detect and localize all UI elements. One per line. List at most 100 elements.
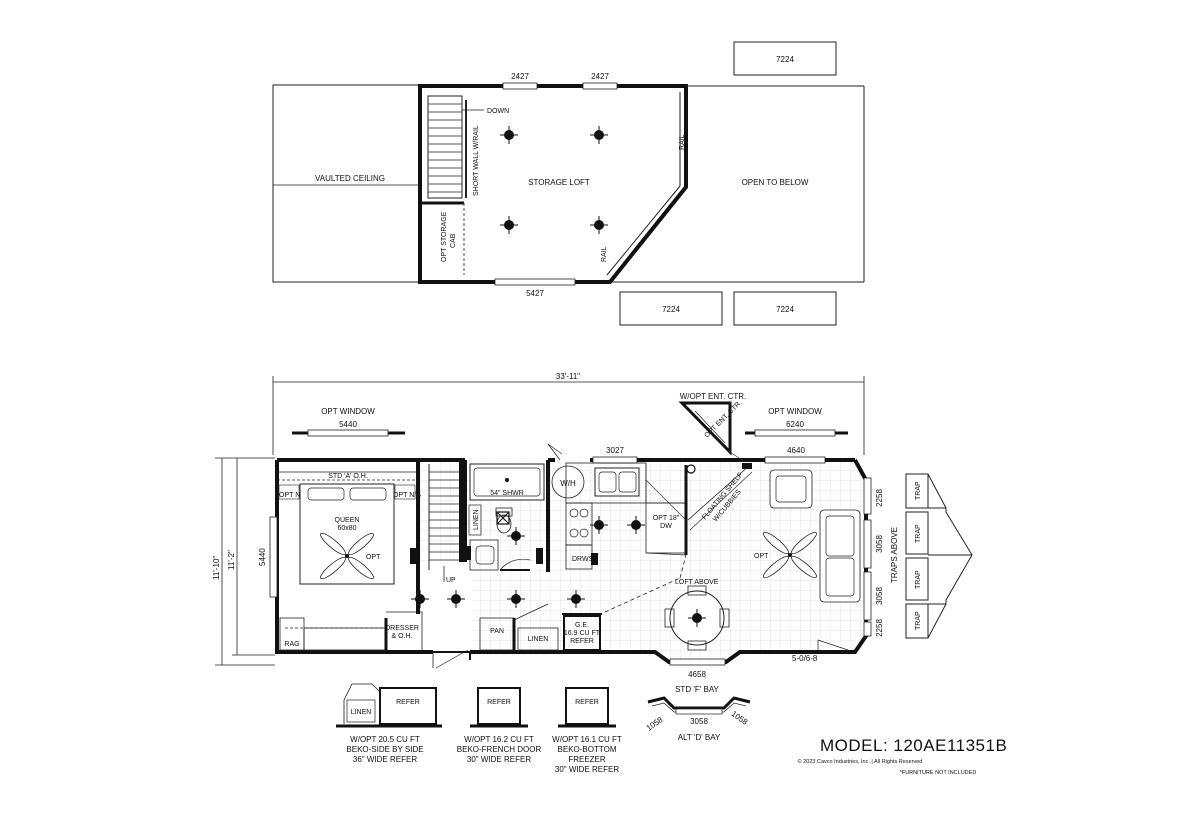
rail-label: RAIL [601,246,608,262]
alt-refer-caption: BEKO-BOTTOM [558,745,617,754]
open-to-below-label: OPEN TO BELOW [742,178,809,187]
alt-bay-size: 1058 [645,715,665,733]
kitchen-sink [594,467,640,497]
opt-fan-label: OPT [366,554,381,561]
alt-refer-label: REFER [396,699,420,706]
std-oh-label: STD 'A' O.H. [328,473,368,480]
living-room: OPT [754,469,861,651]
window-box-7224 [619,291,723,326]
dinette [664,585,730,651]
bedroom-side-window [269,516,278,598]
water-heater-label: W/H [560,479,576,488]
dishwasher-dw-label: DW [660,523,672,530]
dresser [303,627,387,651]
overall-width-dimension: 11'-10" [212,556,221,580]
dishwasher-label: OPT 18" [653,515,680,522]
kitchen: DRWS OPT 18" DW [565,462,753,570]
furniture-note: *FURNITURE NOT INCLUDED [900,770,977,776]
loft-window [494,278,576,286]
alt-refer-caption: 30" WIDE REFER [555,765,619,774]
alt-refer-caption: BEKO-SIDE BY SIDE [346,745,423,754]
std-bay-label: STD 'F' BAY [675,685,719,694]
window-box-size: 7224 [776,55,794,64]
bedroom: STD 'A' O.H. OPT N/S OPT N/S QUEEN 60x80… [277,471,423,651]
loft-light [499,125,519,145]
alt-d-bay: 1058 3058 1058 ALT 'D' BAY [645,696,751,742]
loft-light [499,215,519,235]
armchair [769,469,813,509]
trap-label: TRAP [915,524,922,543]
opt-fan-label: OPT [754,553,769,560]
bath-linen-label: LINEN [473,509,480,530]
dresser-label: DRESSER [385,625,419,632]
opt-window-right-label: OPT WINDOW [768,407,822,416]
main-floor-plan: 33'-11" 11'-10" 11'-2" 5440 3027 4640 OP… [212,372,973,694]
entry-door-size: 5-0/6-8 [792,654,818,663]
pantry-linen-refer: PAN LINEN G.E. 16.9 CU FT REFER [479,603,602,651]
queen-bed-label: QUEEN [335,517,360,524]
bay-window [669,658,726,666]
refer-capacity: 16.9 CU FT [564,630,601,637]
alt-refer-label: REFER [487,699,511,706]
drawers-label: DRWS [572,556,594,563]
alt-refer-caption: FREEZER [568,755,606,764]
storage-loft-walls [418,84,688,284]
loft-window [502,82,538,90]
alt-refer-label: REFER [575,699,599,706]
trap-panels [905,473,973,639]
storage-loft-label: STORAGE LOFT [528,178,590,187]
alt-refer-options: LINEN REFER W/OPT 20.5 CU FT BEKO-SIDE B… [336,683,622,774]
refer-brand: G.E. [575,622,589,629]
loft-light [589,215,609,235]
bay-window-size: 4658 [688,670,706,679]
traps-above-label: TRAPS ABOVE [890,527,899,583]
down-label: DOWN [487,108,509,115]
window-box-7224 [733,291,837,326]
opt-window-left-size: 5440 [339,420,357,429]
left-window-size: 5440 [258,548,267,566]
main-stairs [428,462,463,570]
opt-window-left-label: OPT WINDOW [321,407,375,416]
hall-linen-label: LINEN [528,636,549,643]
hall-linen [517,627,559,651]
refrigerator [563,615,601,651]
loft-window-size: 2427 [511,72,529,81]
queen-bed [299,483,395,585]
refer-label: REFER [570,638,594,645]
inner-width-dimension: 11'-2" [227,550,236,570]
rail-label: RAIL [679,134,686,150]
alt-refer-caption: 30" WIDE REFER [467,755,531,764]
trap-label: TRAP [915,570,922,589]
alt-bay-size: 1058 [730,709,750,727]
dresser-oh-label: & O.H. [391,633,412,640]
living-window-size: 4640 [787,446,805,455]
alt-refer-caption: W/OPT 16.2 CU FT [464,735,534,744]
ceiling-fan-icon [320,532,374,580]
alt-bay-size: 3058 [690,717,708,726]
bathroom: 54" SHWR LINEN [463,460,550,572]
alt-bay-label: ALT 'D' BAY [678,733,721,742]
copyright-text: © 2023 Cavco Industries, Inc. | All Righ… [798,758,923,765]
ent-ctr-label: W/OPT ENT. CTR. [680,392,747,401]
opt-window-right-size: 6240 [786,420,804,429]
short-wall-label: SHORT WALL W/RAIL [473,125,480,196]
shower-label: 54" SHWR [490,490,524,497]
hall-light [446,589,466,609]
alt-refer-caption: 36" WIDE REFER [353,755,417,764]
loft-plan: VAULTED CEILING DOWN SHORT WALL W/R [272,41,865,326]
vaulted-ceiling-area [272,84,420,283]
living-window [764,456,826,464]
alt-refer-caption: W/OPT 20.5 CU FT [350,735,420,744]
loft-window [582,82,618,90]
model-number: MODEL: 120AE11351B [820,736,1007,755]
rag-label: RAG [284,641,299,648]
overall-length-dimension: 33'-11" [556,372,580,381]
opt-nightstand-label: OPT N/S [279,492,307,499]
pantry-label: PAN [490,628,504,635]
nightstand [278,484,300,500]
window-box-size: 7224 [662,305,680,314]
up-label: UP [446,577,456,584]
trap-label: TRAP [915,611,922,630]
window-box-7224 [733,41,837,76]
